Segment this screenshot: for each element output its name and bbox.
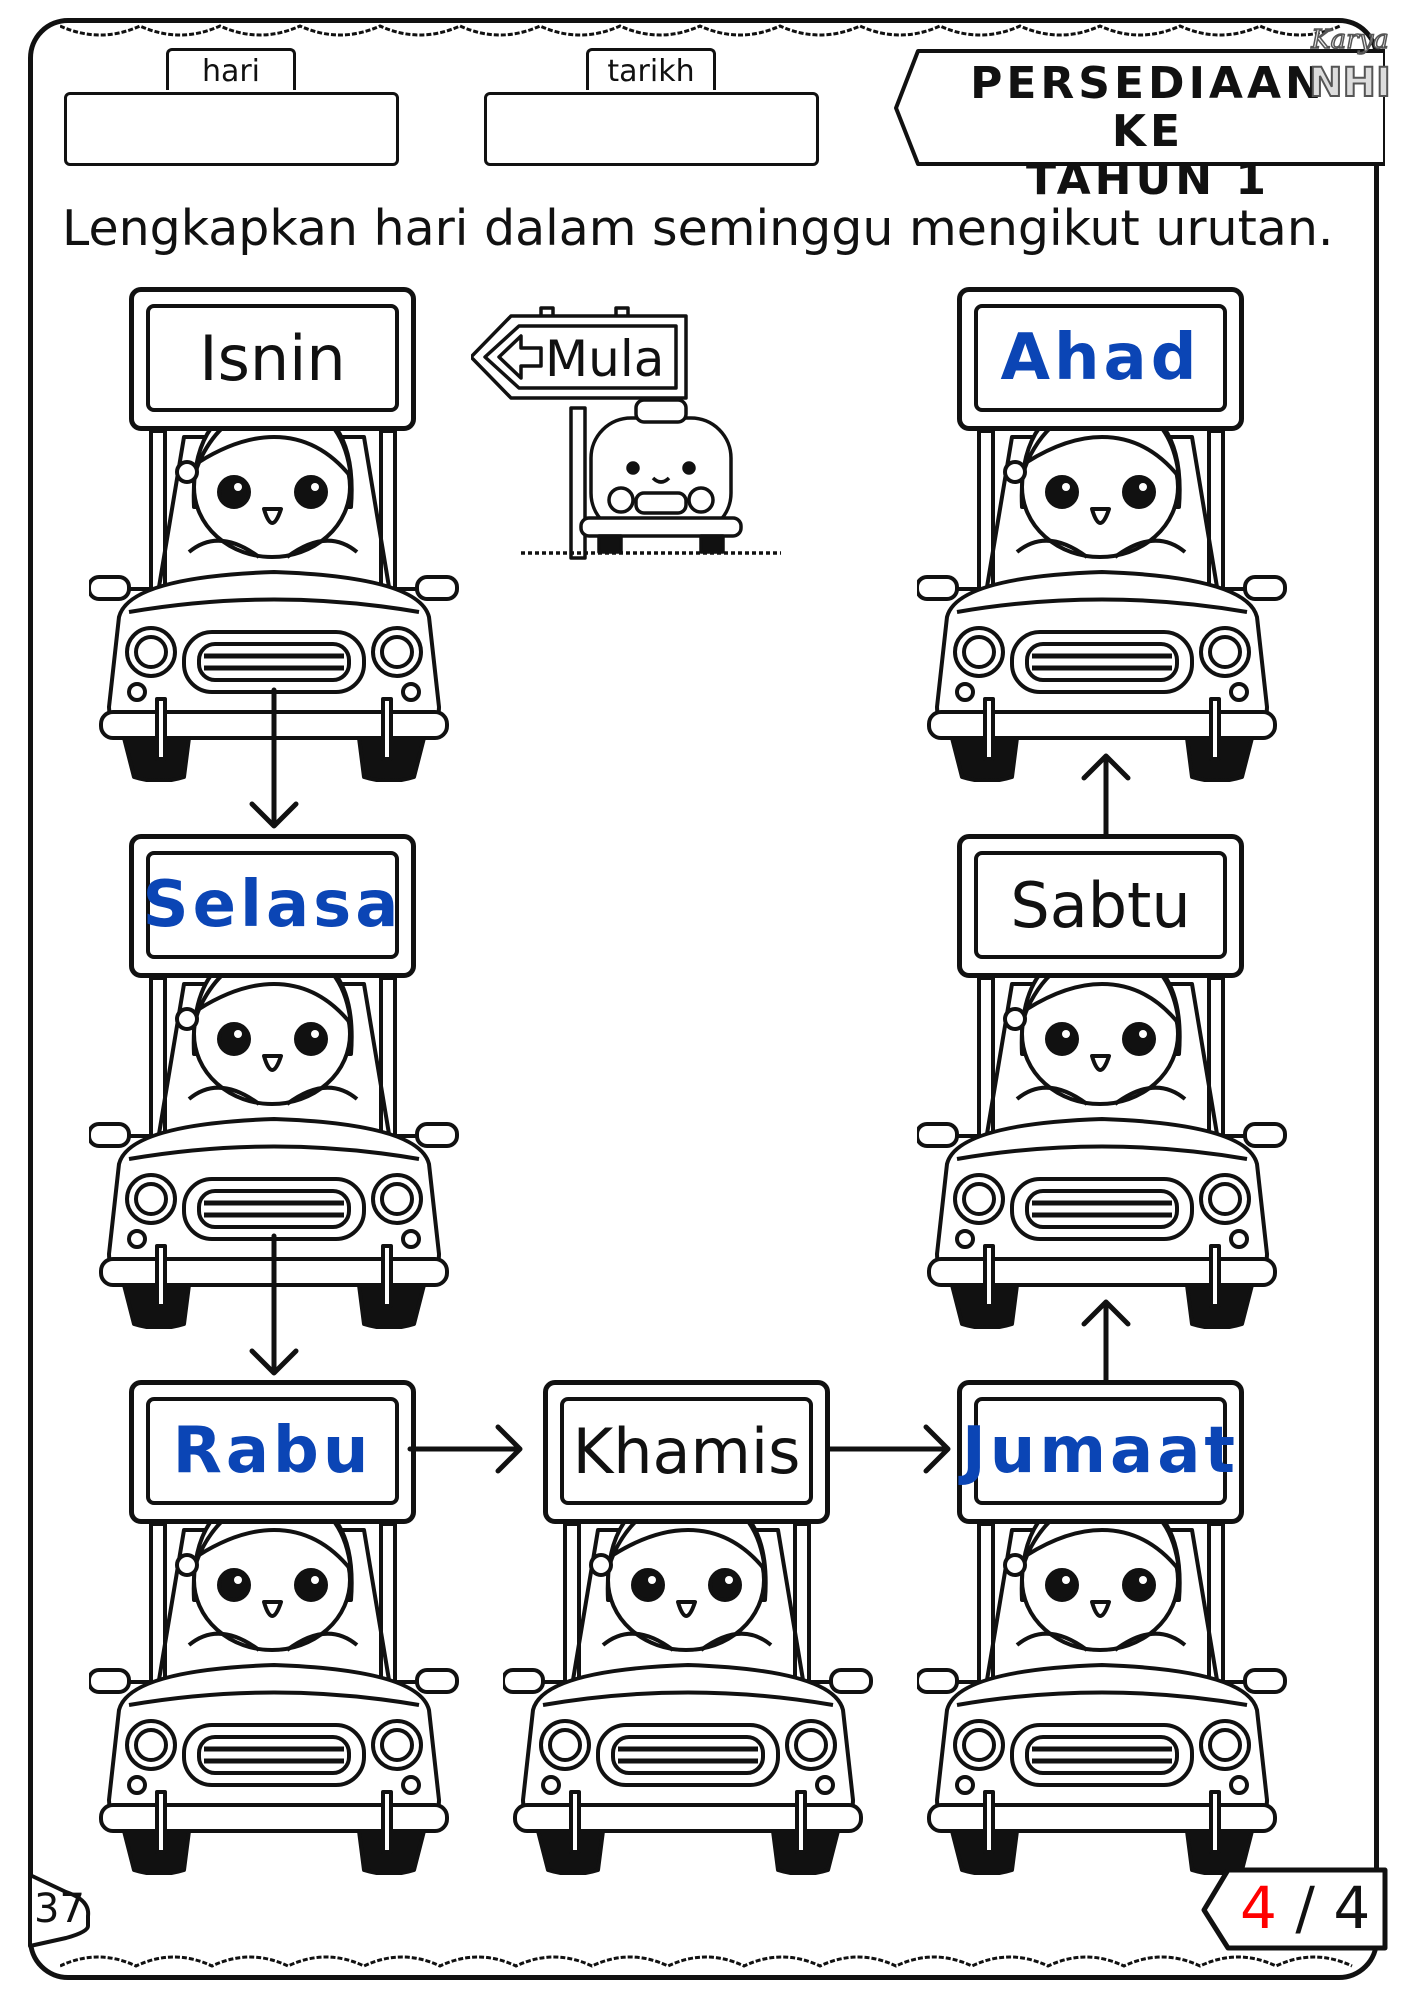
top-scallop-border (60, 24, 1341, 37)
date-label: tarikh (586, 48, 716, 90)
part-total: 4 (1333, 1874, 1371, 1942)
day-input[interactable] (64, 92, 399, 166)
svg-text:Karya: Karya (1310, 25, 1389, 55)
part-current: 4 (1240, 1874, 1277, 1942)
day-car-ahad: Ahad (917, 287, 1287, 782)
date-input[interactable] (484, 92, 819, 166)
day-sign: Selasa (129, 834, 416, 978)
part-indicator-tab (1201, 1867, 1388, 1951)
start-sign-label: Mula (545, 330, 665, 388)
start-sign-illustration (471, 306, 781, 560)
page-border (28, 18, 1379, 1980)
day-sign: Ahad (957, 287, 1244, 431)
day-sign: Khamis (543, 1380, 830, 1524)
day-car-selasa: Selasa (89, 834, 459, 1329)
arrow-right-icon (407, 1424, 523, 1474)
day-answer-selasa[interactable]: Selasa (143, 851, 399, 959)
day-sign: Jumaat (957, 1380, 1244, 1524)
arrow-right-icon (827, 1424, 951, 1474)
svg-text:NHI: NHI (1309, 60, 1391, 104)
day-label-isnin: Isnin (146, 304, 399, 412)
day-sign: Sabtu (957, 834, 1244, 978)
page-number: 37 (34, 1886, 85, 1932)
page-number-tab (28, 1873, 91, 1948)
arrow-down-icon (249, 1233, 299, 1376)
arrow-up-icon (1081, 1299, 1131, 1383)
title-banner: PERSEDIAAN KE TAHUN 1 (888, 48, 1385, 204)
instruction-text: Lengkapkan hari dalam seminggu mengikut … (62, 200, 1334, 257)
karya-nhi-logo: Karya NHI (1308, 24, 1392, 104)
day-car-sabtu: Sabtu (917, 834, 1287, 1329)
day-car-jumaat: Jumaat (917, 1380, 1287, 1875)
day-answer-rabu[interactable]: Rabu (146, 1397, 399, 1505)
title-line-2: TAHUN 1 (1026, 154, 1270, 205)
day-label: hari (166, 48, 296, 90)
day-car-khamis: Khamis (503, 1380, 873, 1875)
day-car-rabu: Rabu (89, 1380, 459, 1875)
part-indicator: 4 / 4 (1240, 1876, 1370, 1940)
title-line-1: PERSEDIAAN KE (970, 58, 1326, 157)
part-separator: / (1295, 1874, 1315, 1942)
bottom-scallop-border (60, 1955, 1353, 1968)
day-sign: Rabu (129, 1380, 416, 1524)
day-answer-ahad[interactable]: Ahad (974, 304, 1227, 412)
day-answer-jumaat[interactable]: Jumaat (962, 1397, 1235, 1505)
arrow-up-icon (1081, 753, 1131, 837)
arrow-down-icon (249, 687, 299, 829)
day-label-sabtu: Sabtu (974, 851, 1227, 959)
day-car-isnin: Isnin (89, 287, 459, 782)
day-label-khamis: Khamis (560, 1397, 813, 1505)
day-sign: Isnin (129, 287, 416, 431)
